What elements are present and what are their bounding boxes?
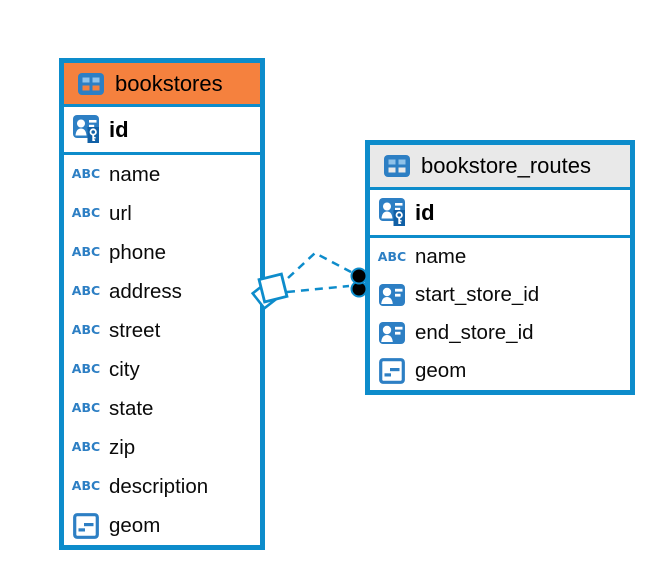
text-type-icon: ABC	[71, 283, 101, 299]
column-name: url	[109, 201, 132, 225]
entity-bookstore-routes[interactable]: bookstore_routes id ABC name start_store…	[365, 140, 635, 395]
text-type-icon: ABC	[71, 400, 101, 416]
column-name: start_store_id	[415, 283, 540, 306]
relationship-source-marker[interactable]	[250, 272, 289, 311]
column-row-zip[interactable]: ABC zip	[64, 428, 260, 467]
text-type-icon: ABC	[71, 244, 101, 260]
text-type-icon: ABC	[71, 478, 101, 494]
primary-key-icon	[377, 198, 407, 227]
table-icon	[382, 155, 412, 177]
relationship-line-end-store[interactable]	[286, 284, 350, 294]
column-name: city	[109, 357, 140, 381]
column-name: id	[109, 116, 129, 142]
entity-bookstores-header[interactable]: bookstores	[64, 63, 260, 107]
column-row-name[interactable]: ABC name	[370, 238, 630, 276]
column-row-name[interactable]: ABC name	[64, 155, 260, 194]
column-row-geom[interactable]: geom	[64, 506, 260, 545]
table-icon	[76, 72, 106, 95]
text-type-icon: ABC	[71, 361, 101, 377]
column-name: name	[415, 245, 467, 268]
column-row-state[interactable]: ABC state	[64, 389, 260, 428]
column-row-start-store-id[interactable]: start_store_id	[370, 276, 630, 314]
column-name: state	[109, 396, 154, 420]
column-name: phone	[109, 240, 167, 264]
geometry-type-icon	[377, 358, 407, 384]
table-title: bookstore_routes	[421, 153, 591, 178]
relationship-line-start-store[interactable]	[287, 251, 352, 279]
foreign-key-icon	[377, 322, 407, 344]
column-name: name	[109, 162, 161, 186]
column-name: id	[415, 199, 435, 225]
text-type-icon: ABC	[71, 166, 101, 182]
text-type-icon: ABC	[377, 248, 407, 264]
table-title: bookstores	[115, 70, 223, 96]
column-name: street	[109, 318, 161, 342]
relationship-endpoint-dots[interactable]	[350, 267, 368, 298]
column-row-id[interactable]: id	[64, 107, 260, 155]
text-type-icon: ABC	[71, 205, 101, 221]
primary-key-icon	[71, 115, 101, 144]
column-row-phone[interactable]: ABC phone	[64, 233, 260, 272]
column-row-end-store-id[interactable]: end_store_id	[370, 314, 630, 352]
column-name: zip	[109, 435, 136, 459]
foreign-key-icon	[377, 284, 407, 306]
column-name: geom	[415, 359, 467, 382]
relationship-connector-bookstores-routes[interactable]	[250, 251, 368, 311]
column-row-address[interactable]: ABC address	[64, 272, 260, 311]
entity-bookstores[interactable]: bookstores id ABC name ABC url ABC phone…	[59, 58, 265, 550]
column-row-street[interactable]: ABC street	[64, 311, 260, 350]
column-row-city[interactable]: ABC city	[64, 350, 260, 389]
geometry-type-icon	[71, 512, 101, 539]
column-row-id[interactable]: id	[370, 190, 630, 238]
column-name: geom	[109, 513, 161, 537]
entity-bookstore-routes-header[interactable]: bookstore_routes	[370, 145, 630, 190]
column-row-geom[interactable]: geom	[370, 352, 630, 390]
column-row-url[interactable]: ABC url	[64, 194, 260, 233]
column-name: address	[109, 279, 182, 303]
text-type-icon: ABC	[71, 322, 101, 338]
column-row-description[interactable]: ABC description	[64, 467, 260, 506]
text-type-icon: ABC	[71, 439, 101, 455]
column-name: description	[109, 474, 209, 498]
column-name: end_store_id	[415, 321, 534, 344]
